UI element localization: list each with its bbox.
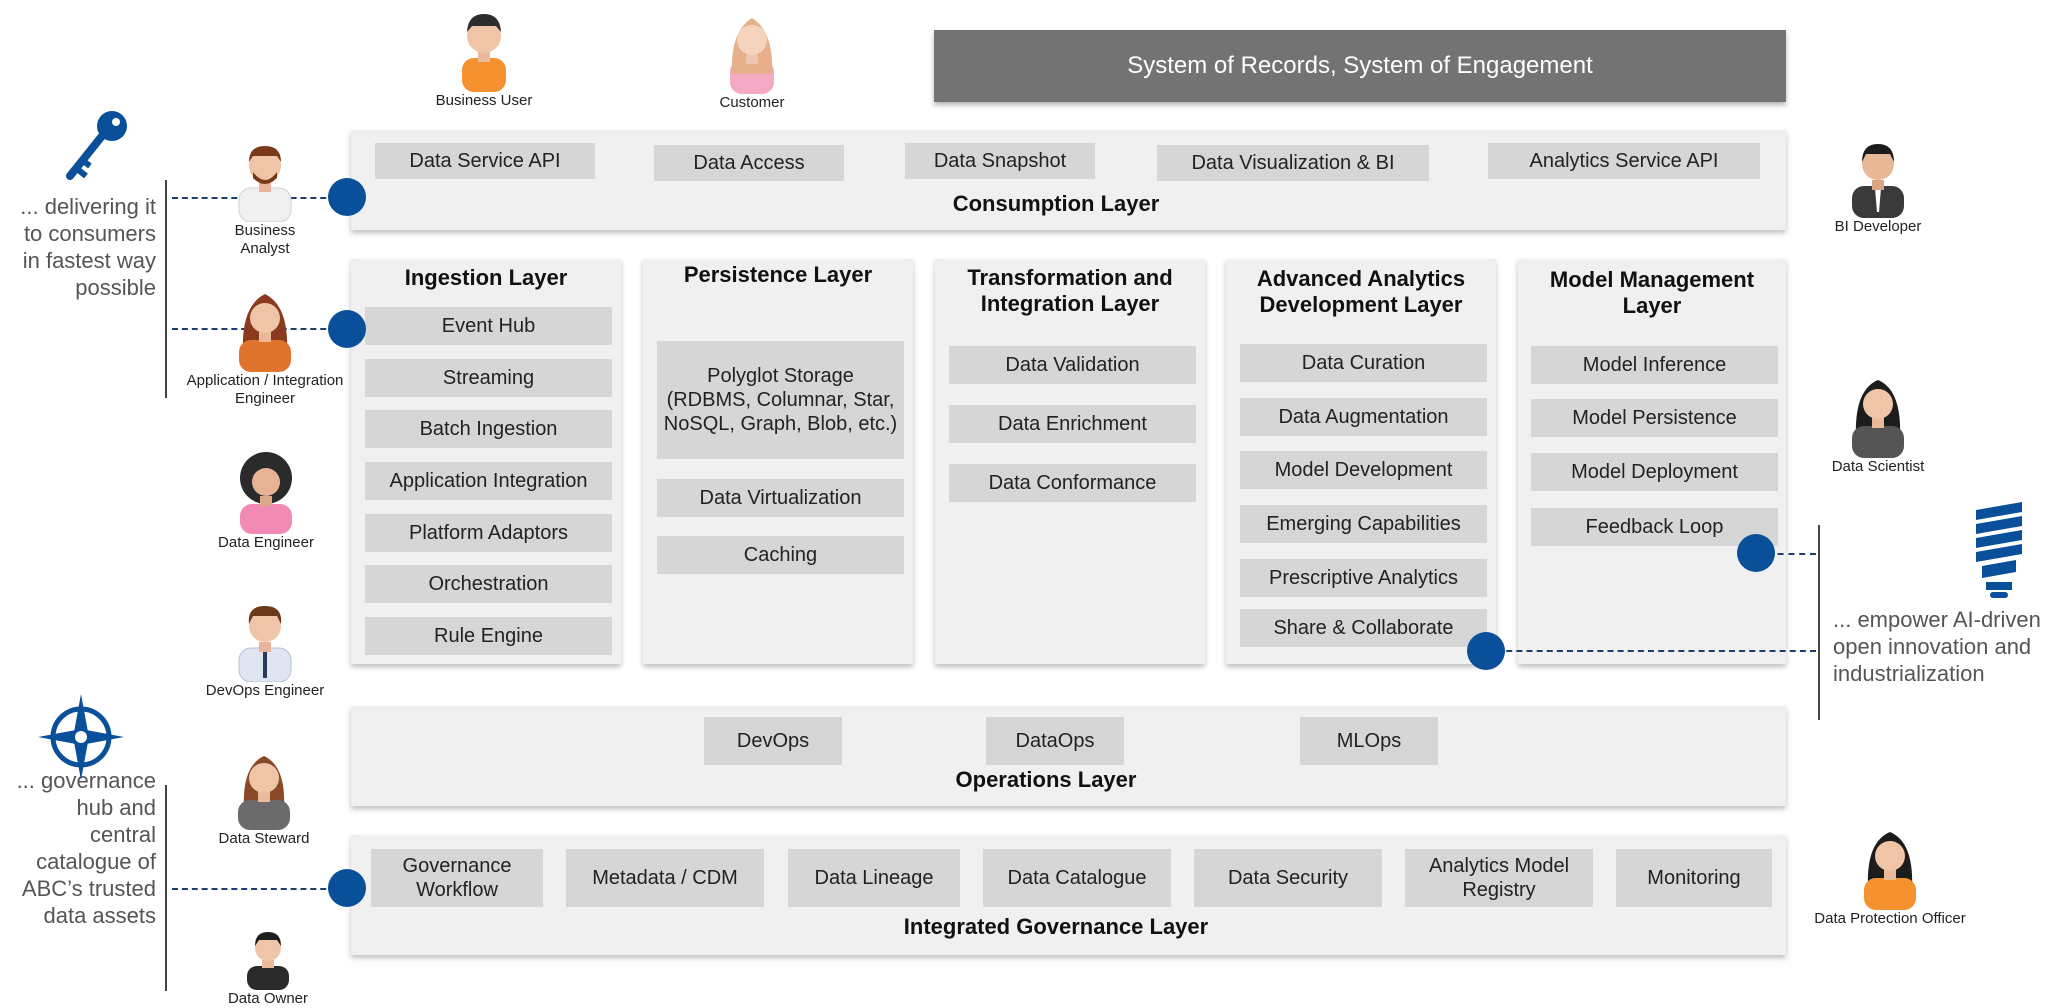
connector-dot-share-collaborate [1467, 632, 1505, 670]
right-bracket-line [1818, 525, 1820, 720]
operations-item-mlops: MLOps [1300, 717, 1438, 765]
left-bottom-bracket-line [165, 785, 167, 991]
advanced-item-prescriptive-analytics: Prescriptive Analytics [1240, 559, 1487, 597]
data-engineer-avatar-icon [240, 452, 292, 534]
transformation-item-data-conformance: Data Conformance [949, 464, 1196, 502]
persistence-item-polyglot-storage: Polyglot Storage (RDBMS, Columnar, Star,… [657, 341, 904, 459]
governance-item-data-catalogue: Data Catalogue [983, 849, 1171, 907]
model-item-feedback-loop: Feedback Loop [1531, 508, 1778, 546]
governance-layer-title: Integrated Governance Layer [903, 914, 1209, 939]
governance-item-data-lineage: Data Lineage [788, 849, 960, 907]
connector-line-share [1486, 650, 1816, 652]
advanced-analytics-layer-title: Advanced Analytics Development Layer [1256, 266, 1466, 317]
consumption-item-analytics-service-api: Analytics Service API [1488, 143, 1760, 179]
model-item-persistence: Model Persistence [1531, 399, 1778, 437]
side-note-left-bottom: ... governance hub and central catalogue… [16, 768, 156, 928]
transformation-item-data-validation: Data Validation [949, 346, 1196, 384]
transformation-layer-title: Transformation and Integration Layer [967, 265, 1173, 316]
operations-layer-title: Operations Layer [955, 767, 1137, 792]
persona-business-analyst: Business Analyst [210, 134, 320, 258]
governance-item-metadata-cdm: Metadata / CDM [566, 849, 764, 907]
persona-label-data-scientist: Data Scientist [1831, 458, 1925, 475]
connector-dot-governance [328, 869, 366, 907]
governance-item-monitoring: Monitoring [1616, 849, 1772, 907]
persona-bi-developer: BI Developer [1818, 134, 1938, 236]
ingestion-item-platform-adaptors: Platform Adaptors [365, 514, 612, 552]
system-of-records-banner: System of Records, System of Engagement [934, 30, 1786, 102]
persona-label-dpo: Data Protection Officer [1814, 910, 1966, 927]
governance-item-data-security: Data Security [1194, 849, 1382, 907]
business-user-avatar-icon [462, 14, 506, 92]
connector-dot-consumption [328, 178, 366, 216]
advanced-item-emerging-capabilities: Emerging Capabilities [1240, 505, 1487, 543]
transformation-layer-panel [935, 259, 1205, 664]
persona-data-engineer: Data Engineer [206, 446, 326, 552]
model-management-layer-title: Model Management Layer [1549, 267, 1755, 318]
persona-label-business-analyst: Business Analyst [234, 222, 296, 257]
lightbulb-icon [1968, 500, 2030, 600]
consumption-item-data-access: Data Access [654, 145, 844, 181]
bi-developer-avatar-icon [1852, 144, 1904, 218]
persistence-layer-title: Persistence Layer [683, 262, 873, 287]
connector-dot-feedback-loop [1737, 534, 1775, 572]
operations-item-dataops: DataOps [986, 717, 1124, 765]
side-note-left-top: ... delivering it to consumers in fastes… [20, 194, 156, 300]
persona-label-data-owner: Data Owner [227, 990, 309, 1007]
advanced-item-model-development: Model Development [1240, 451, 1487, 489]
ingestion-item-rule-engine: Rule Engine [365, 617, 612, 655]
persistence-item-caching: Caching [657, 536, 904, 574]
consumption-item-data-service-api: Data Service API [375, 143, 595, 179]
persistence-layer-panel [643, 259, 913, 664]
persona-label-bi-developer: BI Developer [1834, 218, 1922, 235]
business-analyst-avatar-icon [238, 146, 292, 222]
model-item-inference: Model Inference [1531, 346, 1778, 384]
persona-label-customer: Customer [719, 94, 785, 111]
dpo-avatar-icon [1864, 832, 1916, 910]
connector-dot-ingestion [328, 310, 366, 348]
persona-customer: Customer [692, 8, 812, 112]
persistence-item-data-virtualization: Data Virtualization [657, 479, 904, 517]
persona-data-steward: Data Steward [204, 744, 324, 848]
persona-label-data-steward: Data Steward [218, 830, 310, 847]
consumption-item-data-visualization: Data Visualization & BI [1157, 145, 1429, 181]
advanced-item-share-collaborate: Share & Collaborate [1240, 609, 1487, 647]
side-note-right: ... empower AI-driven open innovation an… [1833, 607, 2041, 686]
connector-line-feedback [1756, 553, 1816, 555]
data-scientist-avatar-icon [1852, 380, 1904, 458]
model-item-deployment: Model Deployment [1531, 453, 1778, 491]
ingestion-item-orchestration: Orchestration [365, 565, 612, 603]
operations-item-devops: DevOps [704, 717, 842, 765]
persona-dpo: Data Protection Officer [1800, 822, 1980, 928]
data-owner-avatar-icon [247, 932, 289, 990]
ingestion-item-batch-ingestion: Batch Ingestion [365, 410, 612, 448]
ingestion-item-application-integration: Application Integration [365, 462, 612, 500]
persona-label-devops-engineer: DevOps Engineer [205, 682, 325, 699]
persona-devops-engineer: DevOps Engineer [200, 594, 330, 700]
governance-item-analytics-model-registry: Analytics Model Registry [1405, 849, 1593, 907]
governance-item-workflow: Governance Workflow [371, 849, 543, 907]
app-engineer-avatar-icon [239, 294, 291, 372]
persona-label-data-engineer: Data Engineer [218, 534, 314, 551]
persona-business-user: Business User [424, 6, 544, 110]
persona-label-app-engineer: Application / Integration Engineer [186, 372, 344, 407]
consumption-item-data-snapshot: Data Snapshot [905, 143, 1095, 179]
key-icon [62, 106, 132, 182]
ingestion-layer-title: Ingestion Layer [404, 265, 568, 290]
customer-avatar-icon [730, 18, 774, 94]
advanced-item-data-curation: Data Curation [1240, 344, 1487, 382]
compass-icon [36, 692, 126, 782]
persona-data-owner: Data Owner [208, 924, 328, 1008]
data-steward-avatar-icon [238, 756, 290, 830]
devops-engineer-avatar-icon [238, 606, 292, 682]
persona-label-business-user: Business User [435, 92, 533, 109]
transformation-item-data-enrichment: Data Enrichment [949, 405, 1196, 443]
left-top-bracket-line [165, 180, 167, 398]
connector-line-governance [172, 888, 346, 890]
persona-data-scientist: Data Scientist [1818, 370, 1938, 476]
advanced-item-data-augmentation: Data Augmentation [1240, 398, 1487, 436]
ingestion-item-streaming: Streaming [365, 359, 612, 397]
ingestion-item-event-hub: Event Hub [365, 307, 612, 345]
consumption-layer-title: Consumption Layer [952, 191, 1160, 216]
persona-app-engineer: Application / Integration Engineer [180, 284, 350, 408]
